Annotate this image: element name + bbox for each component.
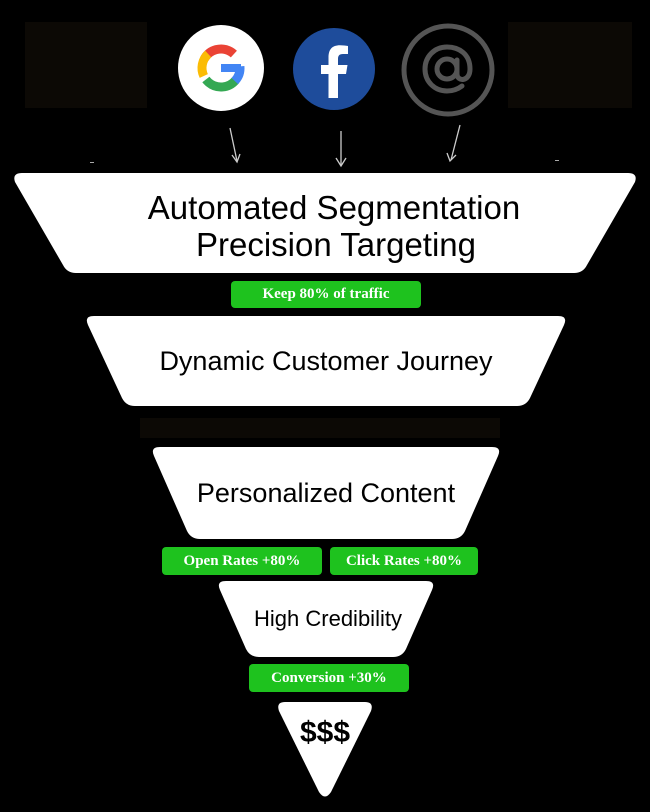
stage-title: Dynamic Customer Journey (159, 345, 493, 376)
funnel-stage-4: High Credibility (216, 581, 436, 657)
stage-title: High Credibility (254, 605, 402, 631)
arrow-down-icon (335, 131, 347, 168)
funnel-stage-5: $$$ (276, 702, 374, 798)
tick-mark-right (555, 160, 559, 161)
funnel-stage-3: Personalized Content (150, 447, 502, 539)
revenue-label: $$$ (299, 716, 351, 749)
google-icon (178, 25, 264, 111)
background-block-right (508, 22, 632, 108)
arrow-down-icon (229, 127, 241, 164)
at-sign-icon (400, 22, 496, 118)
arrow-down-icon (446, 124, 461, 163)
background-block-left (25, 22, 147, 108)
tick-mark-left (90, 162, 94, 163)
stage-title-line-2: Precision Targeting (195, 226, 477, 263)
stage-title-line-1: Automated Segmentation (147, 189, 521, 227)
stage-title: Personalized Content (196, 477, 456, 508)
background-band (140, 418, 500, 438)
open-rates-badge: Open Rates +80% (162, 547, 322, 575)
funnel-stage-2: Dynamic Customer Journey (84, 316, 568, 406)
conversion-badge: Conversion +30% (249, 664, 409, 692)
traffic-retention-badge: Keep 80% of traffic (231, 281, 421, 308)
funnel-stage-1: Automated Segmentation Precision Targeti… (12, 173, 638, 273)
facebook-icon (293, 28, 375, 110)
click-rates-badge: Click Rates +80% (330, 547, 478, 575)
